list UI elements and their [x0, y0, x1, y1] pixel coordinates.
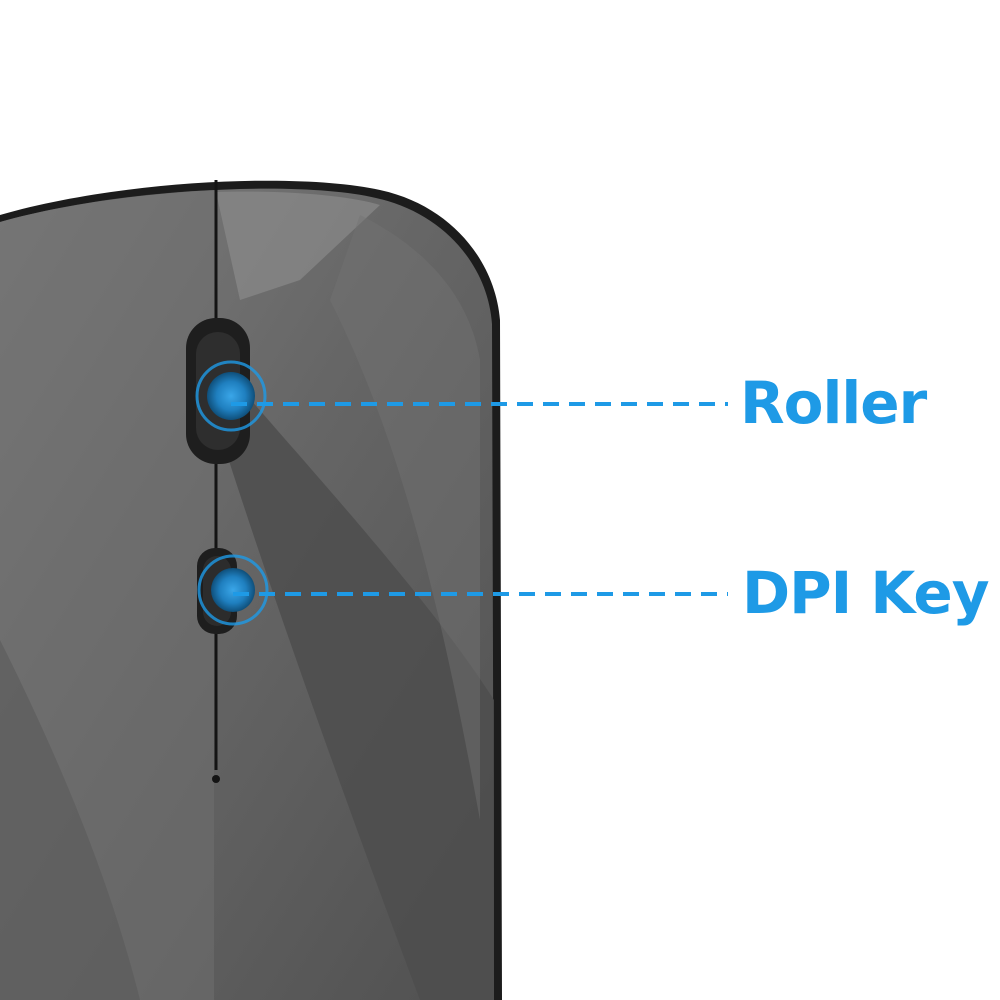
dpi-key-marker: [197, 554, 269, 626]
dpi-key-label: DPI Key: [742, 559, 989, 627]
roller-label: Roller: [740, 369, 927, 437]
highlight-top-right: [216, 191, 380, 300]
sensor-dot: [212, 775, 220, 783]
highlight-diagonal: [216, 360, 494, 1000]
roller-marker: [195, 360, 267, 432]
highlight-right-band: [330, 215, 480, 820]
shadow-bottom-left: [0, 640, 140, 1000]
